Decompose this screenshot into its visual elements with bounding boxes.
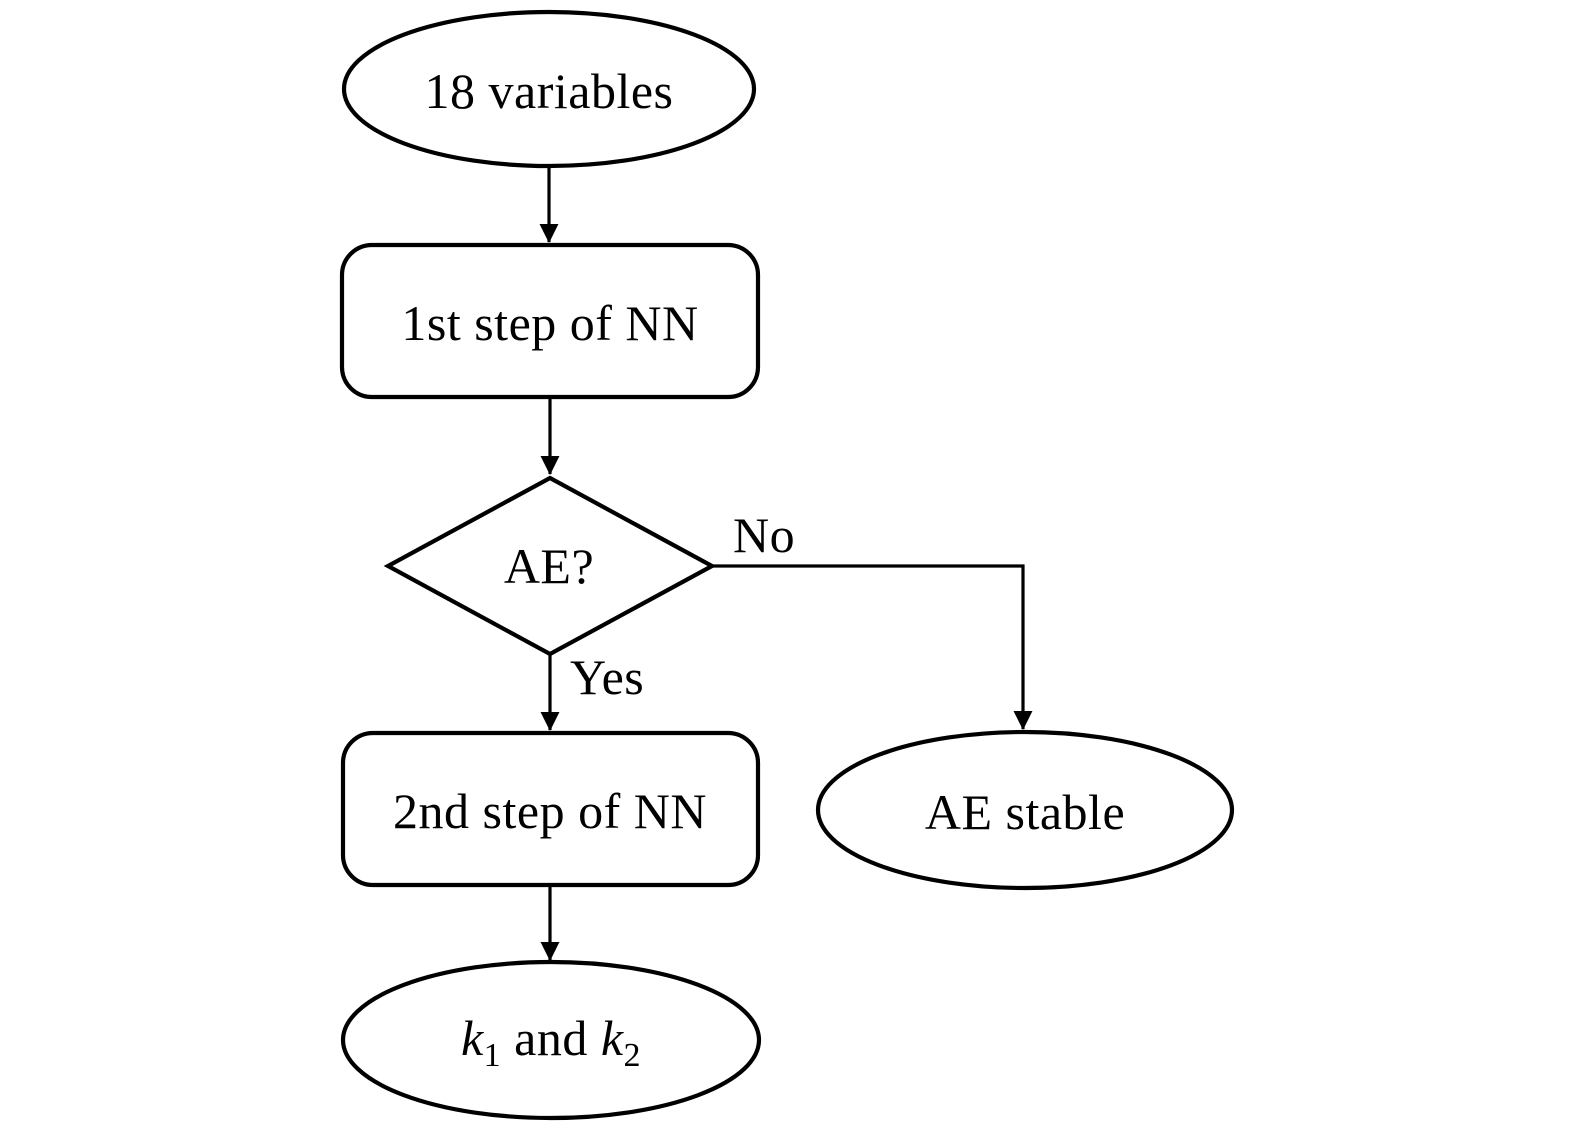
step2-node-label: 2nd step of NN bbox=[393, 783, 707, 839]
output-conjunction: and bbox=[501, 1010, 601, 1066]
output-node-shape bbox=[340, 959, 762, 1121]
output-k1-subscript: 1 bbox=[483, 1037, 502, 1074]
edge-label-yes: Yes bbox=[570, 649, 645, 705]
output-node-label: k1 and k2 bbox=[460, 1010, 641, 1073]
ae-stable-node-label: AE stable bbox=[924, 784, 1126, 840]
ae-stable-node-shape bbox=[815, 729, 1235, 891]
step2-node-shape bbox=[340, 730, 761, 888]
step1-node-label: 1st step of NN bbox=[401, 295, 699, 351]
decision-node-label: AE? bbox=[503, 538, 595, 594]
output-k2-subscript: 2 bbox=[623, 1037, 642, 1074]
input-node-shape bbox=[341, 9, 757, 169]
edge-decision-no-to-ae-stable bbox=[712, 564, 1033, 730]
decision-node-shape bbox=[383, 475, 717, 657]
output-k2-symbol: k bbox=[600, 1010, 624, 1066]
step1-node-shape bbox=[339, 242, 761, 400]
edge-label-no: No bbox=[733, 507, 796, 563]
output-k1-symbol: k bbox=[460, 1010, 484, 1066]
input-node-label: 18 variables bbox=[424, 63, 674, 119]
